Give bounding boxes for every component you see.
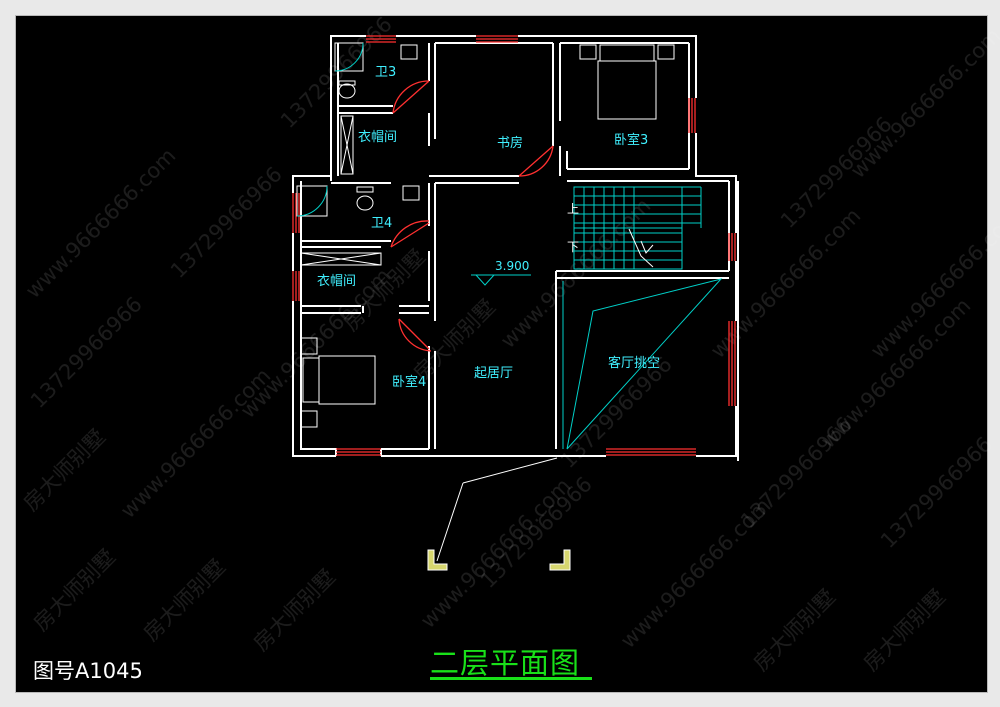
door-study — [518, 145, 554, 177]
window-closet — [292, 271, 300, 301]
shower-bath4 — [296, 185, 328, 217]
window-study — [476, 35, 518, 43]
elevation-mark — [471, 274, 531, 286]
nightstand — [579, 44, 597, 60]
void-markers — [562, 278, 723, 450]
room-label-bedroom3: 卧室3 — [614, 132, 648, 148]
window-void-right — [728, 321, 736, 406]
room-label-closet-upper: 衣帽间 — [358, 129, 397, 145]
walls — [292, 35, 739, 461]
room-label-bath4: 卫4 — [371, 216, 392, 231]
nightstand — [300, 337, 318, 355]
stair-up-label: 上 — [567, 202, 579, 216]
shower-bath3 — [334, 42, 364, 72]
elevation-label: 3.900 — [495, 259, 529, 273]
wardrobe-lower — [300, 252, 382, 266]
windows — [292, 35, 736, 456]
plan-title: 二层平面图 — [430, 646, 581, 680]
nightstand — [300, 410, 318, 428]
room-labels: 卫3 衣帽间 书房 卧室3 卫4 衣帽间 卧室4 起居厅 客厅挑空 — [317, 65, 660, 390]
drawing-number: 图号A1045 — [33, 659, 143, 683]
bed-bedroom3 — [597, 60, 657, 120]
toilet-bath4 — [356, 195, 374, 211]
corner-markers — [427, 549, 571, 571]
room-label-void: 客厅挑空 — [608, 355, 660, 371]
room-label-bath3: 卫3 — [375, 65, 396, 80]
room-label-closet-lower: 衣帽间 — [317, 273, 356, 289]
title-underline — [430, 677, 592, 680]
door-bath4 — [390, 220, 430, 248]
room-label-study: 书房 — [497, 135, 523, 151]
door-bath3 — [392, 80, 430, 114]
wardrobe-upper — [340, 115, 354, 175]
fixtures — [296, 42, 675, 428]
sink-bath4 — [402, 185, 420, 201]
leader-lines — [436, 457, 558, 562]
doors — [390, 80, 554, 352]
cad-canvas: www.9666666.com 房大师别墅 房大师别墅 www.9666666.… — [15, 12, 1000, 693]
toilet-bath3 — [338, 83, 356, 99]
stair-down-label: 下 — [567, 240, 579, 254]
door-bedroom4 — [398, 318, 432, 352]
window-bedroom3 — [688, 98, 696, 133]
nightstand — [657, 44, 675, 60]
window-stair — [728, 233, 736, 261]
window-bath4 — [292, 193, 300, 233]
window-void-bottom — [606, 448, 696, 456]
window-bath3 — [366, 35, 396, 43]
bed-bedroom4 — [318, 355, 376, 405]
staircase — [573, 186, 702, 270]
sink-bath3 — [400, 44, 418, 60]
room-label-living: 起居厅 — [474, 366, 513, 381]
window-bedroom4 — [336, 448, 381, 456]
floor-plan: 上 下 — [292, 35, 739, 571]
room-label-bedroom4: 卧室4 — [392, 374, 426, 390]
